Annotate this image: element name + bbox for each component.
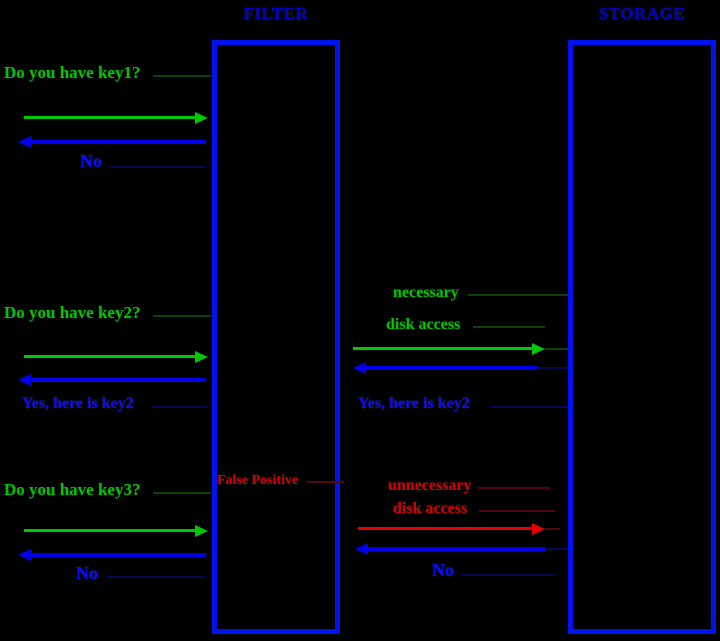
disk-access-red-label: disk access: [393, 500, 468, 517]
question-key1-leader-line: [153, 75, 211, 77]
question-key2-label: Do you have key2?: [4, 303, 141, 322]
disk-access-red-leader-line: [479, 510, 555, 512]
unnecessary-label: unnecessary: [388, 477, 472, 494]
key1-request-arrow: [24, 111, 208, 124]
answer-key1-leader-line: [110, 166, 206, 168]
storage-answer-key3-leader-line: [462, 574, 555, 576]
key3-storage-response-arrow: [355, 543, 545, 555]
key2-response-arrow: [18, 374, 206, 386]
storage-box-title: STORAGE: [598, 4, 686, 23]
answer-key2-label: Yes, here is key2: [22, 395, 134, 412]
filter-box: [212, 40, 340, 634]
answer-key1-label: No: [80, 151, 102, 171]
key3-storage-request-arrow: [358, 522, 545, 535]
key2-storage-response-arrow: [353, 362, 537, 374]
key2-storage-request-arrow: [353, 342, 545, 355]
false-positive-leader-line: [307, 481, 344, 483]
storage-answer-key2-leader-line: [490, 406, 568, 408]
answer-key3-leader-line: [106, 576, 205, 578]
key3-response-arrow: [18, 549, 206, 561]
disk-access-green-label: disk access: [386, 316, 461, 333]
key3-storage-request-tail: [545, 528, 560, 530]
question-key2-leader-line: [153, 315, 211, 317]
storage-box: [568, 40, 716, 634]
disk-access-green-leader-line: [473, 326, 545, 328]
question-key3-leader-line: [153, 492, 211, 494]
filter-box-title: FILTER: [243, 4, 309, 23]
question-key1-label: Do you have key1?: [4, 63, 141, 82]
necessary-leader-line: [468, 294, 568, 296]
key2-storage-request-tail: [545, 348, 568, 350]
key1-response-arrow: [18, 136, 206, 148]
question-key3-label: Do you have key3?: [4, 480, 141, 499]
storage-answer-key3-label: No: [432, 560, 454, 580]
answer-key2-leader-line: [152, 406, 207, 408]
key3-request-arrow: [24, 524, 208, 537]
storage-answer-key2-label: Yes, here is key2: [358, 395, 470, 412]
key2-storage-response-tail: [537, 367, 568, 369]
unnecessary-leader-line: [478, 487, 550, 489]
key2-request-arrow: [24, 350, 208, 363]
necessary-label: necessary: [393, 284, 459, 301]
false-positive-label: False Positive: [217, 473, 299, 488]
key3-storage-response-tail: [545, 548, 568, 550]
answer-key3-label: No: [76, 563, 98, 583]
